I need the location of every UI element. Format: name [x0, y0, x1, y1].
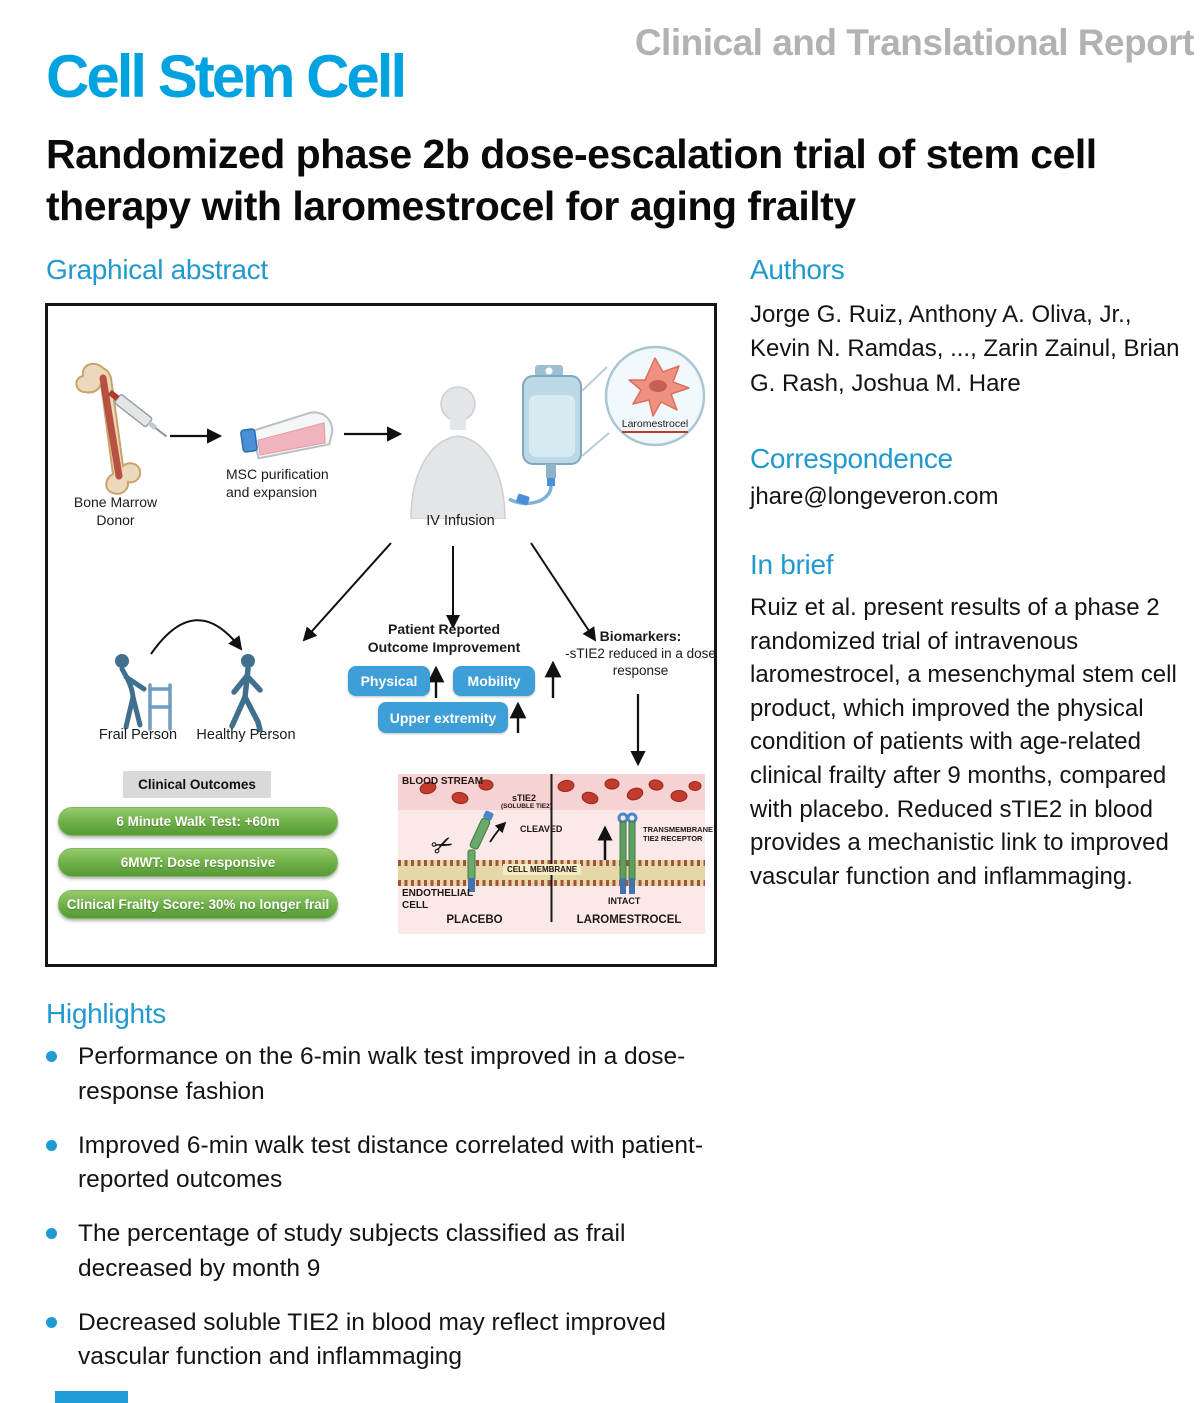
footer-accent-bar [55, 1391, 128, 1403]
endothelial-cell-label: ENDOTHELIAL CELL [402, 888, 473, 911]
outcome-pill-6mwt: 6 Minute Walk Test: +60m [58, 807, 338, 836]
highlights-heading: Highlights [46, 998, 166, 1029]
bullet-dot-icon [46, 1051, 57, 1062]
pro-box-mobility: Mobility [453, 666, 535, 696]
in-brief-text: Ruiz et al. present results of a phase 2… [750, 593, 1177, 890]
laromestrocel-cell-icon [604, 345, 706, 447]
intact-label: INTACT [608, 896, 641, 906]
info-column: Authors Jorge G. Ruiz, Anthony A. Oliva,… [750, 254, 1195, 893]
highlights-list: Performance on the 6-min walk test impro… [46, 1040, 726, 1394]
authors-heading: Authors [750, 254, 845, 285]
pro-box-upper-extremity: Upper extremity [378, 702, 508, 733]
blood-stream-label: BLOOD STREAM [402, 776, 484, 787]
pro-box-physical: Physical [348, 666, 430, 696]
biomarkers-text: -sTIE2 reduced in a dose response [565, 646, 716, 678]
stie2-sub-label: (SOLUBLE TIE2) [501, 803, 552, 810]
bullet-dot-icon [46, 1139, 57, 1151]
placebo-label: PLACEBO [446, 914, 503, 926]
highlight-text: The percentage of study subjects classif… [78, 1220, 626, 1282]
msc-flask-icon [240, 411, 334, 460]
bone-marrow-icon [75, 362, 168, 495]
laromestrocel-callout-label: Laromestrocel [605, 418, 705, 433]
receptor-label: TRANSMEMBRANE TIE2 RECEPTOR [643, 825, 713, 843]
highlight-text: Decreased soluble TIE2 in blood may refl… [78, 1308, 666, 1371]
iv-bag-icon [508, 365, 582, 506]
outcome-pill-dose: 6MWT: Dose responsive [58, 848, 338, 877]
correspondence-email[interactable]: jhare@longeveron.com [750, 482, 999, 510]
patient-silhouette-icon [410, 386, 506, 519]
iv-infusion-label: IV Infusion [426, 513, 495, 529]
biomarkers-heading: Biomarkers: [599, 628, 682, 644]
frail-person-label: Frail Person [98, 727, 178, 743]
tie2-mechanism-graphic: ✂ [398, 774, 705, 934]
graphical-abstract-heading: Graphical abstract [46, 254, 268, 285]
cell-membrane-label: CELL MEMBRANE [503, 864, 582, 876]
healthy-person-icon [229, 654, 263, 732]
in-brief-heading: In brief [750, 548, 834, 580]
pro-heading: Patient Reported Outcome Improvement [367, 621, 521, 655]
highlight-text: Improved 6-min walk test distance correl… [78, 1131, 704, 1194]
healthy-person-label: Healthy Person [196, 727, 296, 743]
report-type-label: Clinical and Translational Report [634, 22, 1195, 63]
journal-logo: Cell Stem Cell [46, 43, 407, 110]
tie2-mechanism-panel: ✂ BLOOD STREAM sTIE2 (SOLUBLE TIE2) CLEA… [398, 774, 713, 934]
highlight-item: Performance on the 6-min walk test impro… [46, 1040, 726, 1110]
highlight-item: The percentage of study subjects classif… [46, 1217, 726, 1287]
authors-names: Jorge G. Ruiz, Anthony A. Oliva, Jr., Ke… [750, 301, 1180, 397]
paper-title: Randomized phase 2b dose-escalation tria… [46, 131, 1097, 230]
correspondence-heading: Correspondence [750, 442, 953, 474]
cleaved-label: CLEAVED [520, 824, 563, 834]
clinical-outcomes-heading: Clinical Outcomes [123, 771, 271, 798]
bone-marrow-label: Bone Marrow Donor [73, 494, 158, 528]
frail-person-icon [115, 654, 172, 731]
bullet-dot-icon [46, 1228, 57, 1240]
msc-label: MSC purification and expansion [226, 466, 329, 500]
highlight-text: Performance on the 6-min walk test impro… [78, 1043, 686, 1105]
highlight-item: Improved 6-min walk test distance correl… [46, 1129, 726, 1199]
laromestrocel-side-label: LAROMESTROCEL [576, 914, 682, 926]
graphical-abstract-figure: Bone Marrow Donor MSC purification and e… [45, 303, 717, 967]
bullet-dot-icon [46, 1316, 57, 1328]
stie2-label: sTIE2 [512, 793, 537, 803]
outcome-pill-frailty: Clinical Frailty Score: 30% no longer fr… [58, 890, 338, 919]
highlight-item: Decreased soluble TIE2 in blood may refl… [46, 1306, 726, 1376]
